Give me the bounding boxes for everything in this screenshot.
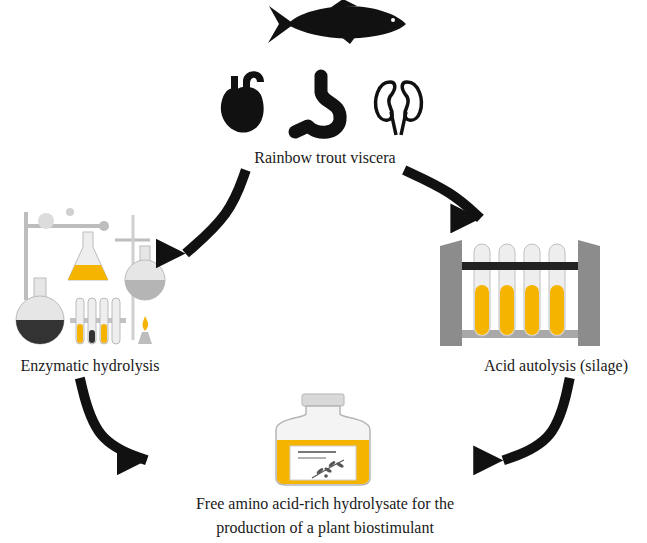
node-label: Enzymatic hydrolysis <box>20 354 159 378</box>
bottle-icon <box>276 394 370 485</box>
flow-arrow <box>404 170 480 218</box>
product-node: Free amino acid-rich hydrolysate for the… <box>160 390 490 540</box>
fish-icon <box>268 0 406 44</box>
node-label: Rainbow trout viscera <box>254 146 395 170</box>
process-node: Acid autolysis (silage) <box>470 228 642 378</box>
node-label: Acid autolysis (silage) <box>484 354 628 378</box>
heart-icon <box>221 71 264 132</box>
source-node: Rainbow trout viscera <box>205 62 445 170</box>
lab-equipment-icon <box>16 208 165 344</box>
flow-arrow <box>186 170 246 254</box>
flow-arrow <box>503 378 570 460</box>
tube-rack-icon <box>440 240 600 346</box>
stomach-icon <box>295 76 340 132</box>
process-node: Enzymatic hydrolysis <box>5 195 175 378</box>
kidneys-icon <box>376 82 422 135</box>
node-label: Free amino acid-rich hydrolysate for the… <box>175 492 475 540</box>
flow-arrow <box>80 378 147 460</box>
